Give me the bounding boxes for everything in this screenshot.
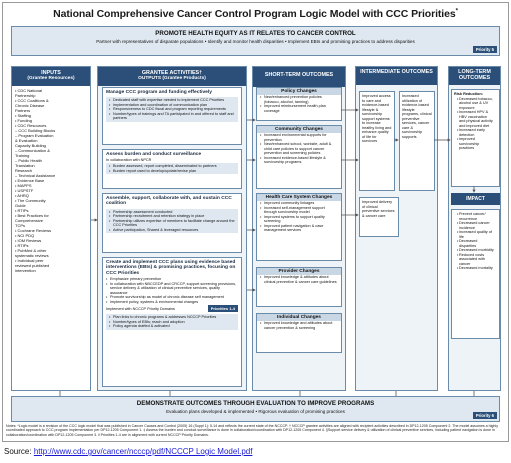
input-item: – Public Health	[15, 158, 42, 163]
grantee-activities-column: GRANTEE ACTIVITIES† OUTPUTS (Grantee Pro…	[97, 66, 247, 391]
health-equity-banner: PROMOTE HEALTH EQUITY AS IT RELATES TO C…	[11, 26, 500, 56]
activity-coalition: Assemble, support, collaborate with, and…	[102, 193, 242, 253]
evaluation-heading: DEMONSTRATE OUTCOMES THROUGH EVALUATION …	[136, 400, 375, 407]
input-item: TCPs	[15, 223, 25, 228]
manage-program-outputs: Dedicated staff with expertise needed to…	[106, 97, 238, 122]
long-term-heading: LONG-TERM OUTCOMES	[449, 67, 500, 85]
input-item: • Funding	[15, 118, 32, 123]
inputs-heading: INPUTS (Grantee Resources)	[12, 67, 90, 86]
input-item: – Communication &	[15, 148, 50, 153]
risk-reduction-box: Risk Reduction: Decreased tobacco, alcoh…	[451, 89, 500, 187]
ccc-plans-note: Implement with NCCCP Priority Domains	[106, 306, 175, 311]
input-item: intervention	[15, 268, 36, 273]
input-item: • CDC National	[15, 88, 42, 93]
input-item: Translation	[15, 163, 35, 168]
intermediate-outcomes-column: INTERMEDIATE OUTCOMES Improved access to…	[355, 66, 438, 391]
footnotes: Notes: *Logic model is a revision of the…	[6, 424, 498, 437]
input-item: reviewed published	[15, 263, 50, 268]
community-changes-box: Community Changes Increased environmenta…	[256, 125, 342, 189]
input-item: • The Community	[15, 198, 46, 203]
short-term-heading: SHORT-TERM OUTCOMES	[253, 67, 345, 87]
long-term-outcomes-column: LONG-TERM OUTCOMES Risk Reduction: Decre…	[448, 66, 501, 391]
intermediate-heading: INTERMEDIATE OUTCOMES	[356, 67, 437, 85]
assess-burden-outputs: Burden assessed, report completed, disse…	[106, 163, 238, 175]
intermediate-utilization-box: Increased utilization of evidence-based …	[399, 91, 435, 191]
impact-heading: IMPACT	[451, 193, 500, 205]
individual-changes-box: Individual Changes Improved knowledge an…	[256, 313, 342, 353]
source-link[interactable]: http://www.cdc.gov/cancer/ncccp/pdf/NCCC…	[33, 447, 253, 456]
policy-changes-box: Policy Changes New/enhanced prevention p…	[256, 87, 342, 121]
source-label: Source:	[4, 447, 32, 456]
input-item: • RTIPs	[15, 208, 29, 213]
input-item: • Evidence Base	[15, 178, 45, 183]
activity-ccc-plans: Create and implement CCC plans using evi…	[102, 257, 242, 387]
coalition-outputs: Partnership assessment conducted Partner…	[106, 208, 238, 234]
input-item: – Program Evaluation	[15, 133, 54, 138]
health-equity-heading: PROMOTE HEALTH EQUITY AS IT RELATES TO C…	[155, 30, 356, 37]
input-item: • MAPPS	[15, 183, 32, 188]
input-item: – CCC Building Blocks	[15, 128, 56, 133]
health-care-system-changes-box: Health Care System Changes Improved comm…	[256, 193, 342, 261]
evaluation-subtext: Evaluation plans developed & implemented…	[166, 409, 345, 414]
intermediate-delivery-box: Improved delivery of clinical preventive…	[359, 197, 399, 237]
input-item: Chronic Disease	[15, 103, 45, 108]
inputs-column: INPUTS (Grantee Resources) • CDC Nationa…	[11, 66, 91, 391]
input-item: • CDC Resources	[15, 123, 47, 128]
input-item: • AHRQ	[15, 193, 29, 198]
input-item: Research	[15, 168, 33, 173]
input-item: Guide	[15, 203, 26, 208]
activity-assess-burden: Assess burden and conduct surveillance I…	[102, 149, 242, 189]
diagram-title: National Comprehensive Cancer Control Pr…	[53, 8, 458, 20]
short-term-outcomes-column: SHORT-TERM OUTCOMES Policy Changes New/e…	[252, 66, 346, 391]
input-item: • Cochrane Reviews	[15, 228, 52, 233]
priority-6-badge: Priority 6	[472, 412, 497, 419]
intermediate-access-box: Improved access to care and evidence-bas…	[359, 91, 395, 191]
input-item: • PubMed & other	[15, 248, 47, 253]
input-item: Comprehensive	[15, 218, 44, 223]
priority-5-badge: Priority 5	[472, 46, 497, 53]
input-item: • IOM Reviews	[15, 238, 42, 243]
input-item: • USPSTF	[15, 188, 34, 193]
input-item: • Best Practices for	[15, 213, 49, 218]
inputs-list: • CDC National Partnership• CCC Coalitio…	[12, 86, 90, 275]
health-equity-subtext: Partner with representatives of disparat…	[96, 39, 415, 44]
input-item: & Evaluation	[15, 138, 38, 143]
input-item: Capacity Building	[15, 143, 46, 148]
evaluation-banner: DEMONSTRATE OUTCOMES THROUGH EVALUATION …	[11, 396, 500, 422]
impact-box: Prevent cancer/ recurrence Decreased can…	[451, 209, 500, 339]
activity-manage-program: Manage CCC program and funding effective…	[102, 87, 242, 145]
grantee-heading: GRANTEE ACTIVITIES† OUTPUTS (Grantee Pro…	[98, 67, 246, 86]
input-item: • CCC Coalitions &	[15, 98, 49, 103]
input-item: Partnership	[15, 93, 36, 98]
source-line: Source: http://www.cdc.gov/cancer/ncccp/…	[4, 447, 252, 456]
input-item: Partners	[15, 108, 31, 113]
input-item: Training	[15, 153, 30, 158]
priorities-1-4-badge: Priorities 1-4	[207, 305, 238, 313]
input-item: • Staffing	[15, 113, 32, 118]
input-item: • Individual peer	[15, 258, 44, 263]
ccc-plans-outputs: Plan links to chronic programs & address…	[106, 314, 238, 330]
input-item: – Technical Assistance	[15, 173, 56, 178]
provider-changes-box: Provider Changes Improved knowledge & at…	[256, 267, 342, 307]
input-item: • NCI PDQ	[15, 233, 35, 238]
input-item: systematic reviews	[15, 253, 49, 258]
input-item: • RTIPs	[15, 243, 29, 248]
